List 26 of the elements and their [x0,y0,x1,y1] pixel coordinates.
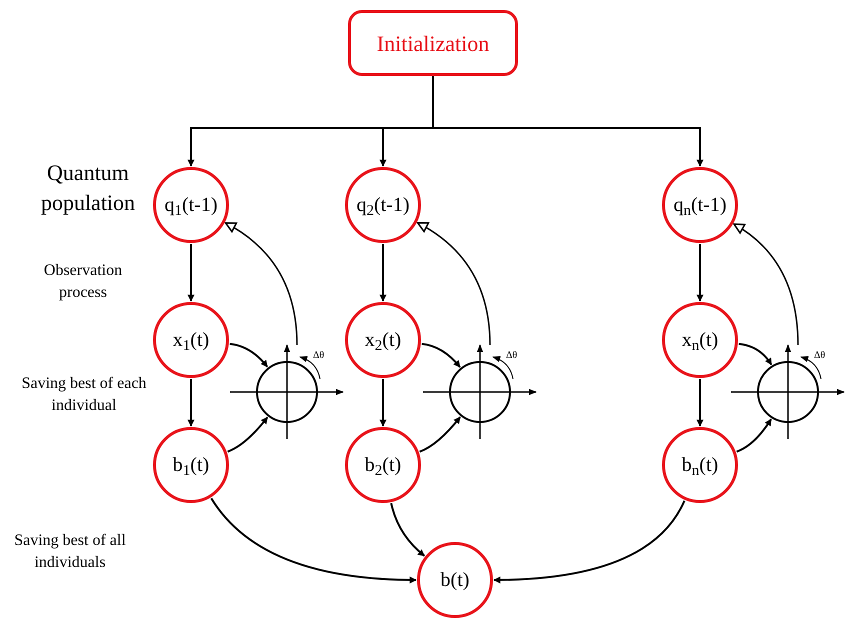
process-box: Initialization [348,10,518,76]
arrow [380,379,386,427]
stage-label: Quantum population [40,159,136,217]
arrow [738,342,772,366]
arrow [390,502,426,557]
arrow [733,223,799,346]
arrow [696,379,704,427]
stage-label: Observation process [42,261,124,303]
arrow [188,244,194,302]
arrow [736,418,772,453]
arrow [188,379,194,427]
angle-label: Δθ [814,350,826,362]
arrow [210,498,417,584]
arrow [416,222,491,346]
arrow [227,416,268,453]
arrow [224,222,298,346]
arrow [422,342,461,368]
arrow [432,76,704,167]
arrow [696,244,704,302]
stage-label: Saving best of all individuals [13,531,127,573]
angle-label: Δθ [506,350,518,362]
stage-label: Saving best of each individual [20,374,148,416]
arrow [230,342,268,368]
arrow [380,244,386,302]
arrow [419,416,461,453]
angle-label: Δθ [313,350,324,362]
